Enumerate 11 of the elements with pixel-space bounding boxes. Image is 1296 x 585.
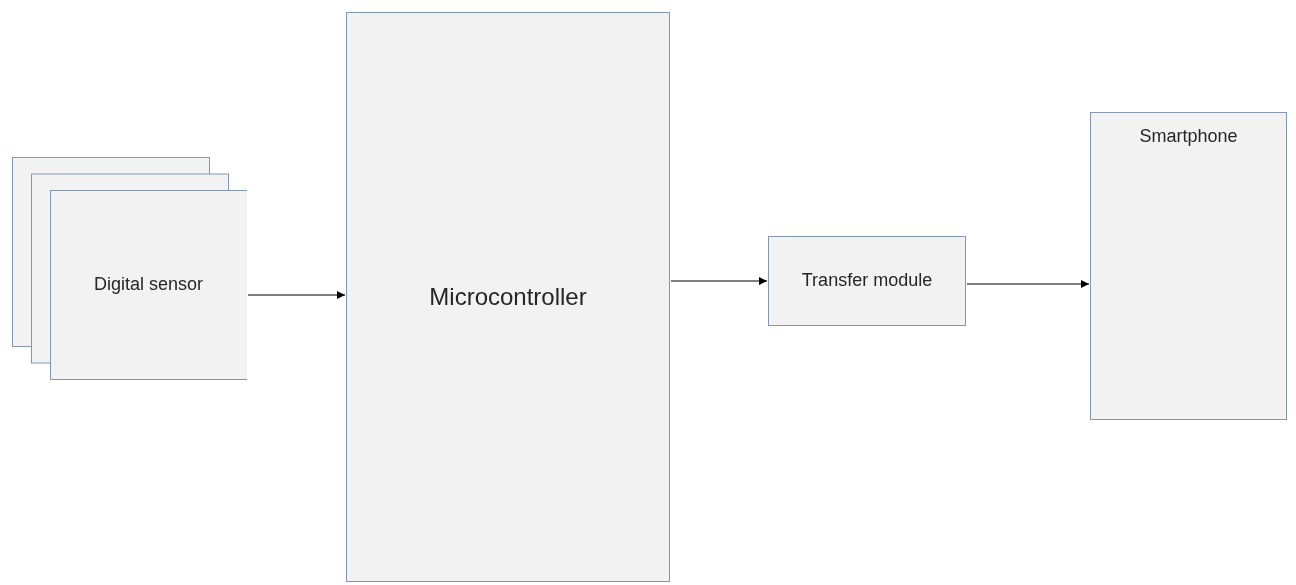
box-label: Microcontroller [429,282,587,313]
process-box [346,12,670,582]
box-label: Transfer module [801,269,933,293]
process-box [768,236,966,326]
arrow [247,291,346,299]
stacked-boxes [12,157,247,380]
box-label: Digital sensor [93,273,203,297]
box-label: Smartphone [1139,125,1238,148]
process-box [1090,112,1287,420]
arrow [670,277,768,285]
arrow [966,280,1090,288]
